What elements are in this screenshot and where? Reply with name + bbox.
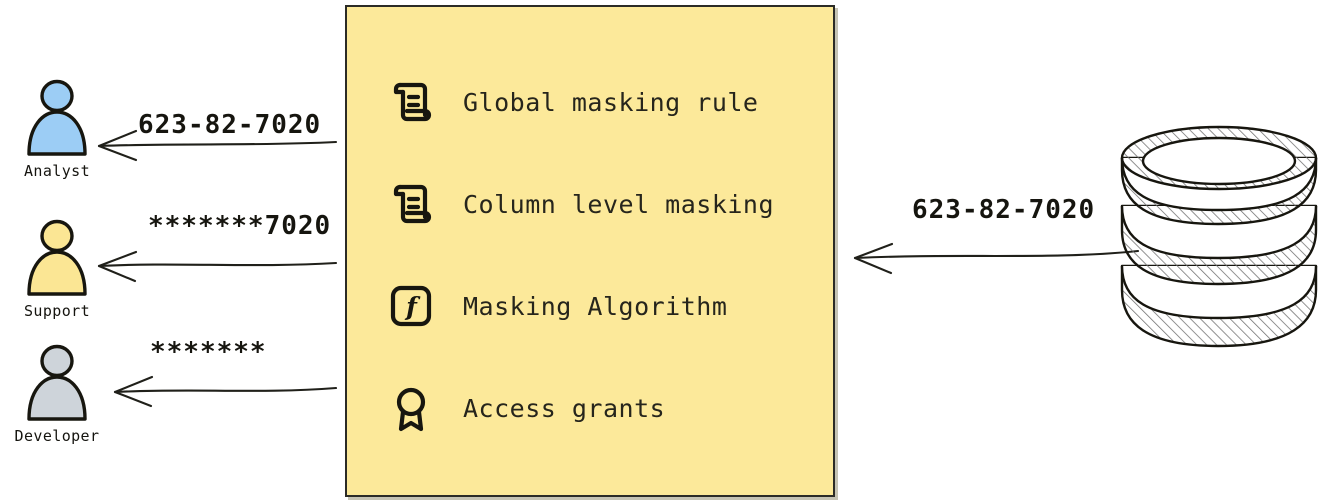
panel-row-access-grants[interactable]: Access grants <box>385 357 833 459</box>
panel-row-label: Access grants <box>463 393 666 423</box>
consumer-analyst[interactable]: Analyst <box>2 78 112 180</box>
consumer-developer[interactable]: Developer <box>2 343 112 445</box>
arrow-to-developer <box>113 375 338 408</box>
user-avatar-icon <box>15 78 99 160</box>
svg-text:f: f <box>404 292 421 321</box>
consumer-name: Analyst <box>23 162 90 180</box>
panel-row-label: Masking Algorithm <box>463 291 728 321</box>
masking-policy-panel: Global masking rule Column level mas <box>345 5 835 497</box>
flow-value-source: 623-82-7020 <box>912 195 1096 225</box>
panel-row-global-masking-rule[interactable]: Global masking rule <box>385 51 833 153</box>
award-ribbon-icon <box>385 382 437 434</box>
arrow-db-to-panel <box>853 242 1140 275</box>
panel-row-column-level-masking[interactable]: Column level masking <box>385 153 833 255</box>
flow-value-analyst: 623-82-7020 <box>138 110 322 140</box>
user-avatar-icon <box>15 343 99 425</box>
scroll-document-icon <box>385 178 437 230</box>
database-cylinder-icon <box>1108 118 1330 388</box>
consumer-support[interactable]: Support <box>2 218 112 320</box>
flow-value-support: *******7020 <box>148 211 332 241</box>
user-avatar-icon <box>15 218 99 300</box>
flow-value-developer: ******* <box>150 337 267 367</box>
arrow-to-support <box>97 250 338 283</box>
panel-row-label: Global masking rule <box>463 87 759 117</box>
scroll-document-icon <box>385 76 437 128</box>
panel-row-label: Column level masking <box>463 189 775 219</box>
consumer-name: Support <box>23 302 90 320</box>
consumer-name: Developer <box>14 427 100 445</box>
function-box-icon: f <box>385 280 437 332</box>
panel-row-masking-algorithm[interactable]: f Masking Algorithm <box>385 255 833 357</box>
